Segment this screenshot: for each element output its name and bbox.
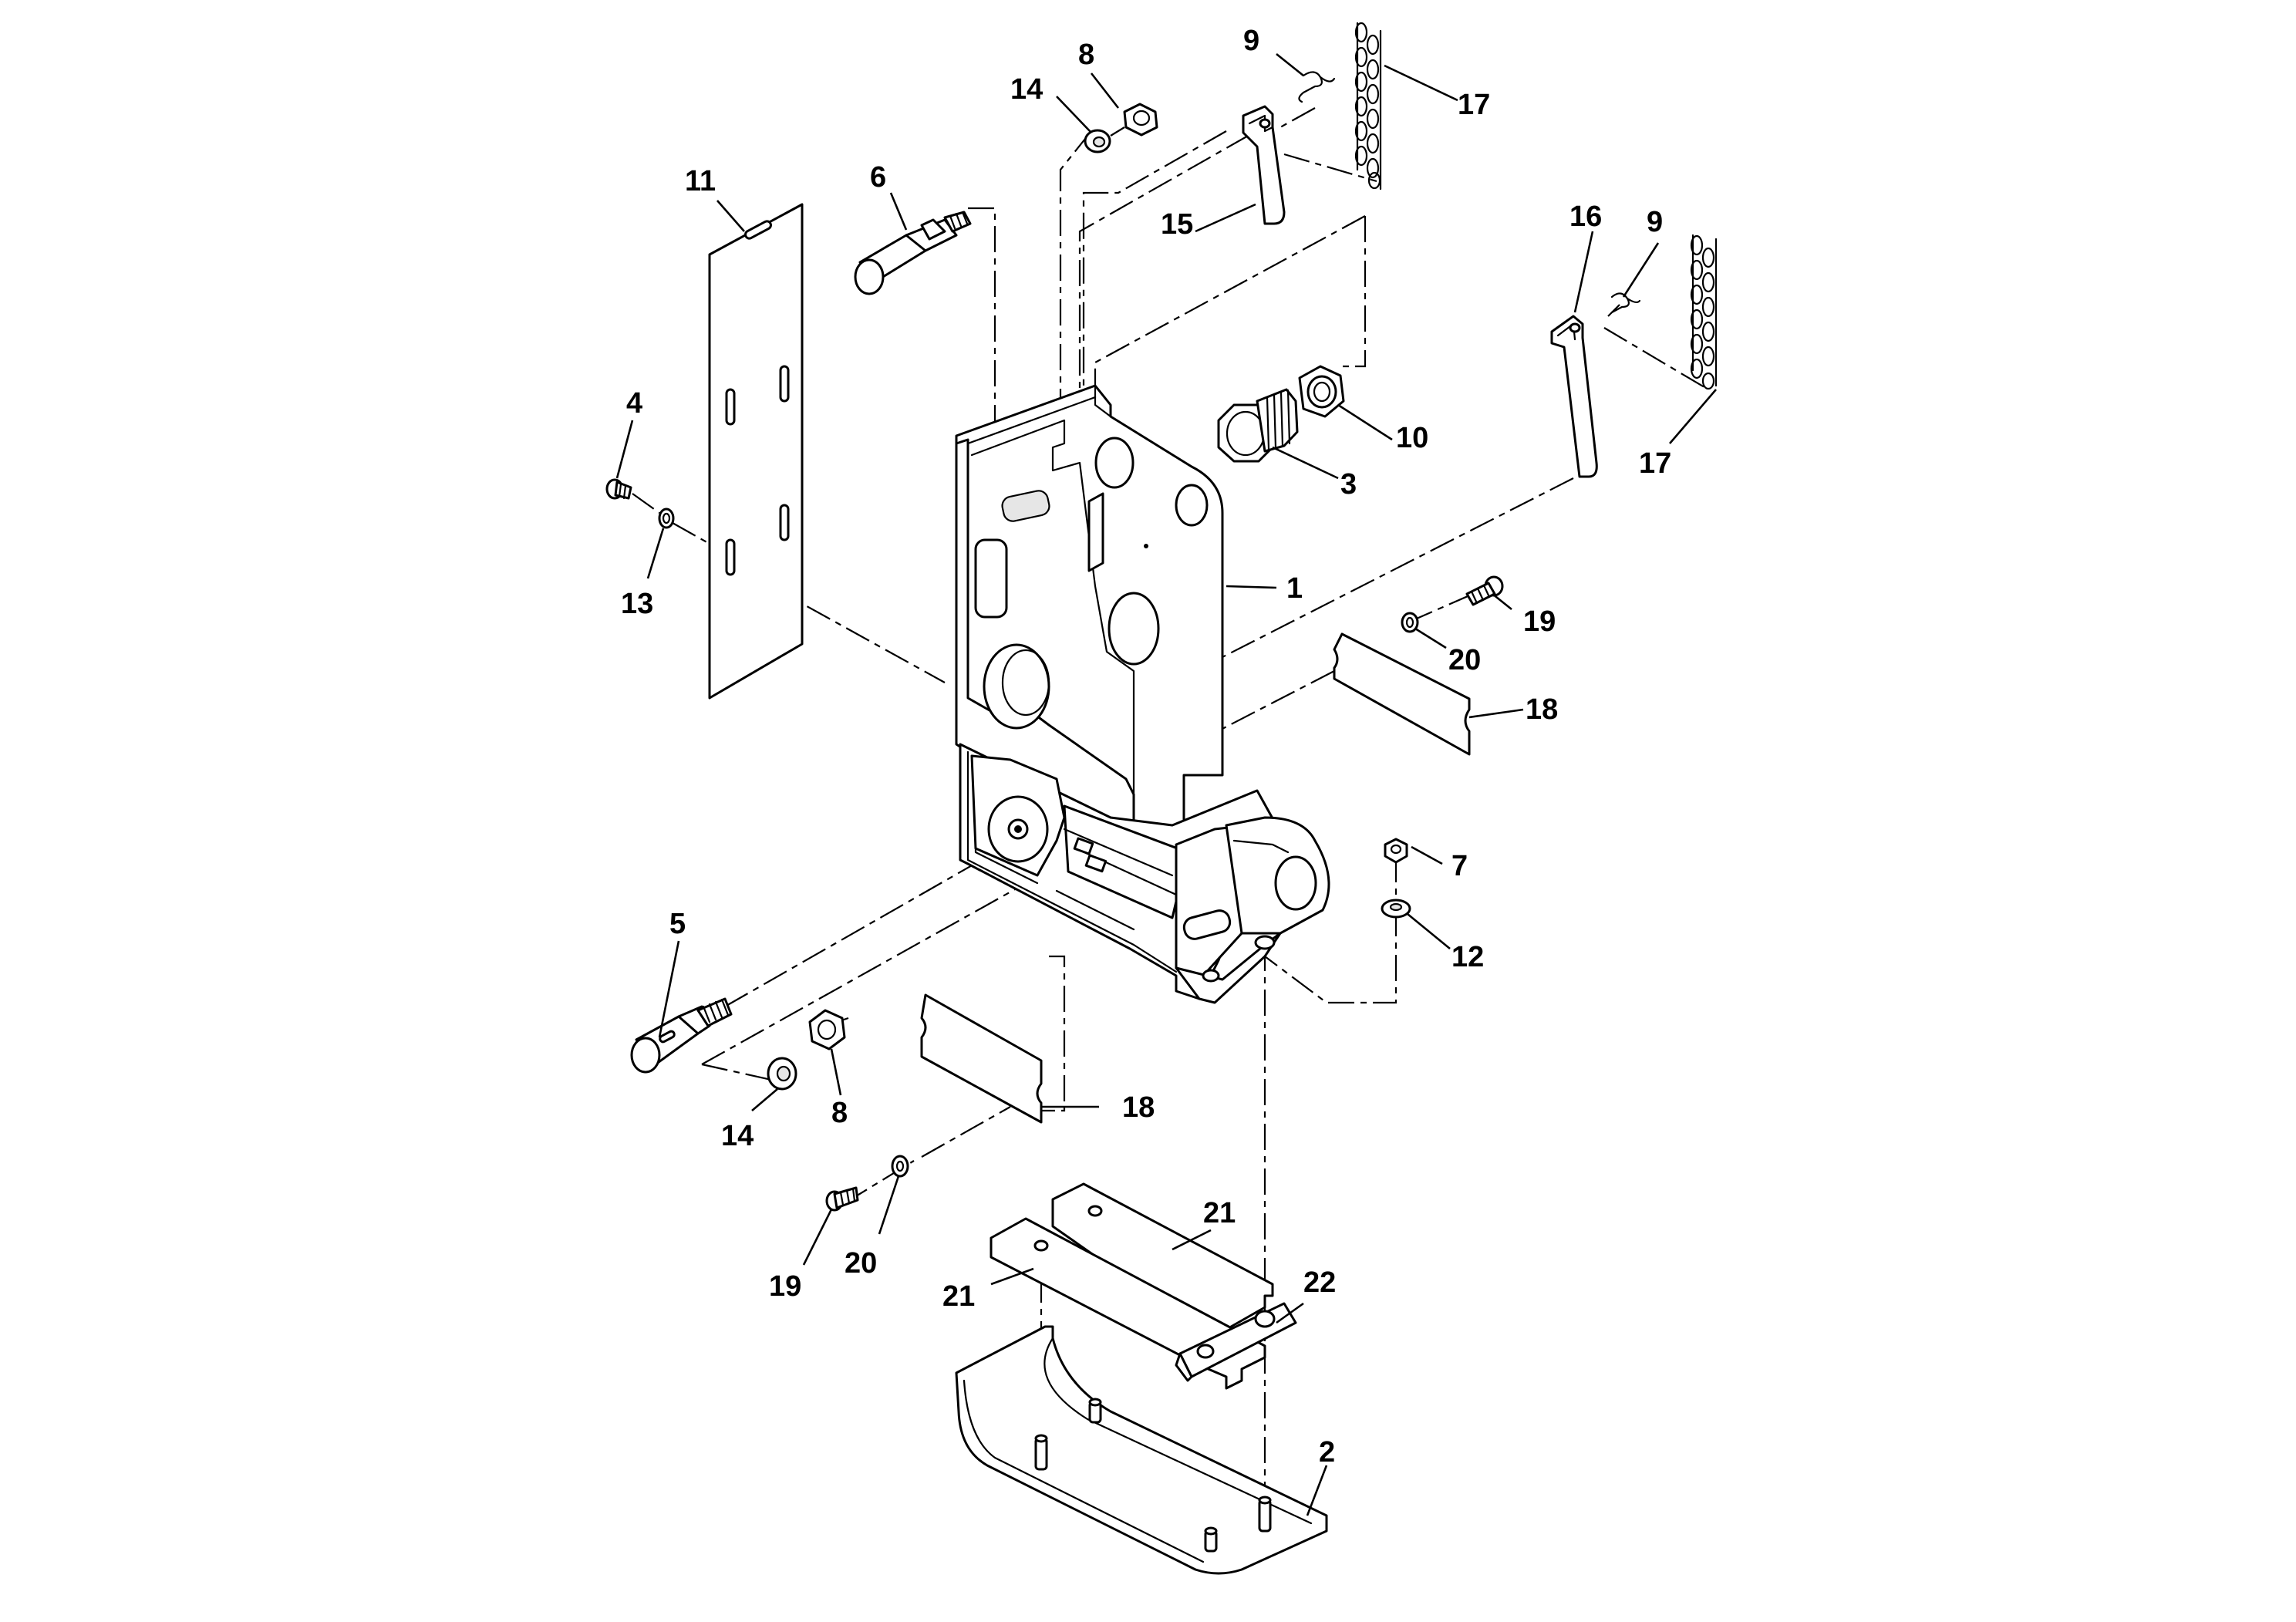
washer-part-20-right — [1401, 612, 1419, 633]
callout-12: 12 — [1451, 941, 1484, 973]
callout-6: 6 — [870, 161, 886, 194]
callout-15: 15 — [1161, 208, 1193, 241]
callout-labels: 1 2 3 4 5 6 7 8 8 9 9 10 11 12 13 14 14 … — [621, 25, 1671, 1469]
callout-18-right: 18 — [1526, 693, 1558, 726]
housing-part-1 — [955, 384, 1330, 1004]
callout-17-right: 17 — [1639, 447, 1671, 480]
screw-part-19-right — [1465, 575, 1504, 606]
callout-14-top: 14 — [1010, 73, 1043, 106]
nut-part-8-top — [1123, 103, 1158, 137]
callout-7: 7 — [1451, 850, 1468, 882]
bush-part-3 — [1217, 388, 1299, 463]
callout-1: 1 — [1286, 572, 1303, 605]
callout-3: 3 — [1340, 468, 1357, 501]
callout-20-bottom: 20 — [845, 1247, 877, 1280]
screw-part-4 — [605, 478, 632, 500]
callout-21-left: 21 — [942, 1280, 975, 1313]
callout-16: 16 — [1569, 201, 1602, 233]
callout-5: 5 — [669, 908, 686, 940]
screw-part-19-bottom — [825, 1186, 859, 1212]
shim-part-22 — [1175, 1302, 1297, 1382]
nut-part-8-bottom — [808, 1009, 846, 1050]
nut-part-10 — [1298, 365, 1345, 418]
bolt-part-5 — [630, 997, 733, 1074]
callout-11: 11 — [685, 165, 716, 197]
callout-21-top: 21 — [1203, 1197, 1236, 1229]
washer-part-13 — [658, 508, 675, 529]
clip-part-9-top — [1298, 71, 1336, 103]
callout-18-bottom: 18 — [1122, 1091, 1155, 1124]
base-plate-part-2 — [955, 1325, 1328, 1575]
callout-19-bottom: 19 — [769, 1270, 801, 1303]
clip-part-9-right — [1610, 292, 1641, 314]
plate-part-11 — [708, 203, 804, 700]
leader-lines — [615, 52, 1717, 1516]
callout-13: 13 — [621, 588, 653, 620]
callout-20-right: 20 — [1448, 644, 1481, 676]
callout-2: 2 — [1319, 1436, 1335, 1469]
washer-part-14-bottom — [767, 1057, 797, 1091]
callout-19-right: 19 — [1523, 605, 1556, 638]
cover-part-18-right — [1333, 632, 1471, 756]
pin-part-16 — [1550, 315, 1598, 478]
washer-part-14-top — [1084, 129, 1111, 153]
pin-part-15 — [1242, 105, 1286, 225]
callout-10: 10 — [1396, 422, 1428, 454]
chain-part-17-right — [1690, 234, 1718, 390]
callout-9-top: 9 — [1243, 25, 1259, 57]
callout-22: 22 — [1303, 1266, 1336, 1299]
washer-part-20-bottom — [891, 1155, 909, 1178]
callout-8-bottom: 8 — [831, 1097, 848, 1129]
callout-14-bottom: 14 — [721, 1120, 754, 1152]
callout-9-right: 9 — [1647, 206, 1663, 238]
bolt-part-6 — [854, 211, 972, 295]
callout-4: 4 — [626, 387, 642, 420]
cover-part-18-bottom — [920, 993, 1043, 1124]
nut-part-7 — [1384, 838, 1408, 864]
washer-part-12 — [1381, 899, 1411, 919]
callout-17-top: 17 — [1458, 89, 1490, 121]
callout-8-top: 8 — [1078, 39, 1094, 71]
chain-part-17-top — [1354, 22, 1382, 191]
